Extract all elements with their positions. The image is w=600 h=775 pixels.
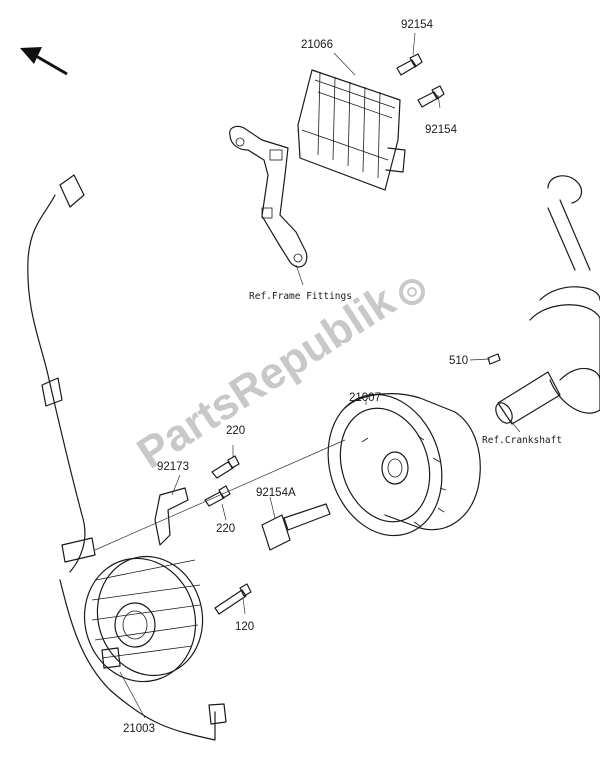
label-21007: 21007: [349, 392, 381, 404]
label-120: 120: [235, 621, 254, 633]
direction-arrow-icon: [20, 47, 68, 76]
regulator-rectifier: [229, 69, 406, 268]
bolt-220-top: [211, 455, 240, 479]
label-92154-right: 92154: [425, 124, 458, 136]
bolt-220-bottom: [204, 485, 231, 507]
wiring-harness: [27, 174, 227, 741]
label-ref-frame-fittings: Ref.Frame Fittings: [249, 291, 352, 302]
label-220-bottom: 220: [216, 523, 235, 535]
leader-lines: [94, 32, 521, 719]
rotor-flywheel: [327, 393, 481, 537]
screw-92154-right: [417, 85, 445, 108]
label-92154A: 92154A: [256, 487, 296, 499]
label-92173: 92173: [157, 461, 189, 473]
clamp-92173: [154, 487, 189, 546]
crankshaft: [487, 175, 600, 425]
bolt-92154A: [261, 503, 331, 551]
watermark-text: PartsRepublik: [129, 276, 404, 479]
stator: [83, 555, 204, 683]
label-510: 510: [449, 355, 468, 367]
screw-92154-top: [396, 53, 423, 76]
watermark: PartsRepublik: [129, 276, 404, 479]
label-21003: 21003: [123, 723, 155, 735]
label-220-top: 220: [226, 425, 245, 437]
bolt-120: [214, 583, 252, 615]
label-ref-crankshaft: Ref.Crankshaft: [482, 435, 562, 446]
label-21066: 21066: [301, 39, 333, 51]
watermark-gear-icon: [399, 279, 425, 305]
label-92154-top: 92154: [401, 19, 434, 31]
